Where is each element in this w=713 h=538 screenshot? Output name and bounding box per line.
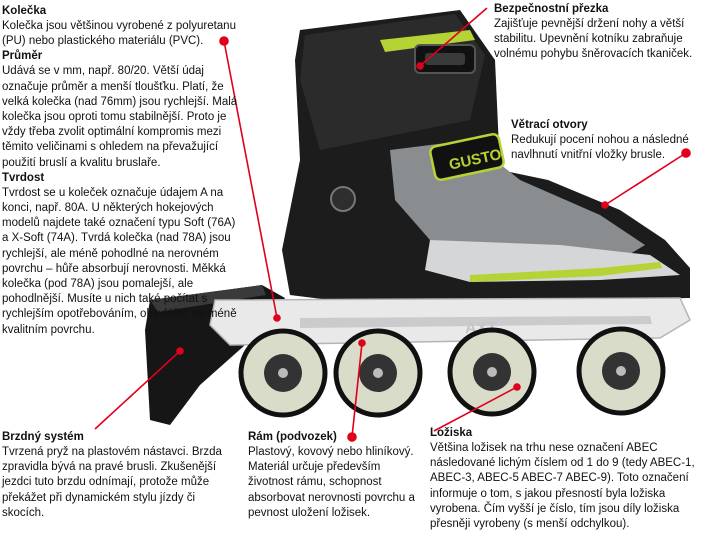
accent-stripe-toe (470, 262, 662, 282)
buckle-section: Bezpečnostní přezka Zajišťuje pevnější d… (494, 2, 710, 63)
wheel (333, 328, 423, 418)
wheels (238, 326, 666, 418)
bearings-text: Většina ložisek na trhu nese označení AB… (430, 442, 695, 531)
diameter-title: Průměr (2, 50, 43, 63)
brand-badge: GUSTO (429, 132, 505, 182)
ankle-rivet (330, 186, 356, 212)
frame-section: Rám (podvozek) Plastový, kovový nebo hli… (248, 430, 420, 521)
wheels-title: Kolečka (2, 5, 47, 17)
wheel (447, 327, 537, 417)
hardness-text: Tvrdost se u koleček označuje údajem A n… (2, 186, 237, 336)
wheels-text: Kolečka jsou většinou vyrobené z polyure… (2, 20, 236, 48)
brake-text: Tvrzená pryž na plastovém nástavci. Brzd… (2, 446, 222, 519)
wheel (238, 328, 328, 418)
brake-title: Brzdný systém (2, 431, 84, 443)
vents-text: Redukují pocení nohou a následné navlhnu… (511, 134, 689, 162)
wheel (576, 326, 666, 416)
buckle-title: Bezpečnostní přezka (494, 3, 609, 15)
bearings-title: Ložiska (430, 427, 473, 439)
vents-section: Větrací otvory Redukují pocení nohou a n… (511, 118, 711, 163)
frame-title: Rám (podvozek) (248, 431, 337, 443)
vents-title: Větrací otvory (511, 119, 588, 131)
callout-lines (94, 7, 691, 442)
brake-section: Brzdný systém Tvrzená pryž na plastovém … (2, 430, 234, 521)
frame-text: Plastový, kovový nebo hliníkový. Materiá… (248, 446, 415, 519)
wheels-section: Kolečka Kolečka jsou většinou vyrobené z… (2, 4, 240, 338)
buckle-text: Zajišťuje pevnější držení nohy a větší s… (494, 18, 693, 61)
diameter-text: Udává se v mm, např. 80/20. Větší údaj o… (2, 65, 238, 169)
accent-stripe (380, 30, 475, 52)
hardness-title: Tvrdost (2, 171, 45, 184)
bearings-section: Ložiska Většina ložisek na trhu nese ozn… (430, 426, 712, 532)
safety-buckle (414, 44, 476, 74)
